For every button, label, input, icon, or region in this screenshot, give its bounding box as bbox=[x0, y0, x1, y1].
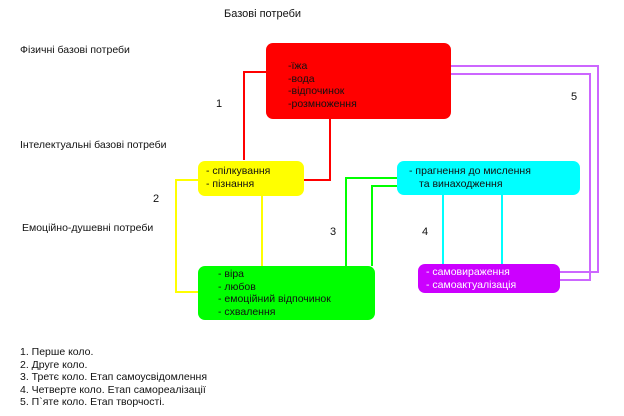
circle-2-line bbox=[175, 179, 198, 293]
legend-item: 2. Друге коло. bbox=[20, 358, 88, 371]
circle-number-3: 3 bbox=[330, 226, 337, 238]
circle-3-line bbox=[345, 177, 397, 266]
legend: 1. Перше коло. 2. Друге коло. 3. Третє к… bbox=[20, 346, 207, 409]
circle-1-line bbox=[304, 118, 331, 181]
creative-thinking-box: - прагнення до мислення та винаходження bbox=[397, 161, 580, 195]
legend-item: 4. Четверте коло. Етап самореалізації bbox=[20, 383, 206, 396]
circle-3-line bbox=[371, 185, 397, 266]
legend-item: 1. Перше коло. bbox=[20, 346, 94, 358]
physical-needs-box: -їжа -вода -відпочинок -розмноження bbox=[266, 43, 451, 119]
box-item: -розмноження bbox=[288, 97, 357, 110]
circle-number-2: 2 bbox=[153, 193, 160, 205]
circle-number-1: 1 bbox=[216, 98, 223, 110]
intellectual-needs-box: - спілкування - пізнання bbox=[198, 161, 304, 196]
box-item: - самоактуалізація bbox=[426, 278, 517, 291]
circle-5-line bbox=[451, 65, 599, 273]
self-actualization-box: - самовираження - самоактуалізація bbox=[418, 264, 560, 293]
box-item: -вода bbox=[288, 72, 315, 85]
box-item: - емоційний відпочинок bbox=[218, 293, 331, 305]
label-emotional-needs: Емоційно-душевні потреби bbox=[22, 222, 154, 234]
diagram-title: Базові потреби bbox=[224, 8, 302, 20]
box-item: -їжа bbox=[288, 60, 308, 72]
box-item: - спілкування bbox=[206, 165, 271, 177]
circle-1-line bbox=[243, 71, 266, 160]
box-item: - самовираження bbox=[426, 266, 510, 278]
box-item: - схвалення bbox=[218, 305, 276, 318]
label-physical-needs: Фізичні базові потреби bbox=[20, 44, 130, 56]
circle-5-line bbox=[451, 73, 591, 281]
circle-number-5: 5 bbox=[571, 91, 578, 103]
legend-item: 5. П`яте коло. Етап творчості. bbox=[20, 396, 165, 408]
legend-item: 3. Третє коло. Етап самоусвідомлення bbox=[20, 371, 208, 383]
box-item: - пізнання bbox=[206, 177, 255, 190]
label-intellectual-needs: Інтелектуальні базові потреби bbox=[20, 139, 167, 151]
box-item: - віра bbox=[218, 268, 245, 280]
emotional-needs-box: - віра - любов - емоційний відпочинок - … bbox=[198, 266, 375, 320]
box-item: -відпочинок bbox=[288, 85, 345, 97]
circle-number-4: 4 bbox=[422, 226, 429, 238]
box-item: - прагнення до мислення bbox=[409, 165, 531, 177]
box-item: - любов bbox=[218, 280, 256, 293]
box-item: та винаходження bbox=[419, 177, 503, 190]
